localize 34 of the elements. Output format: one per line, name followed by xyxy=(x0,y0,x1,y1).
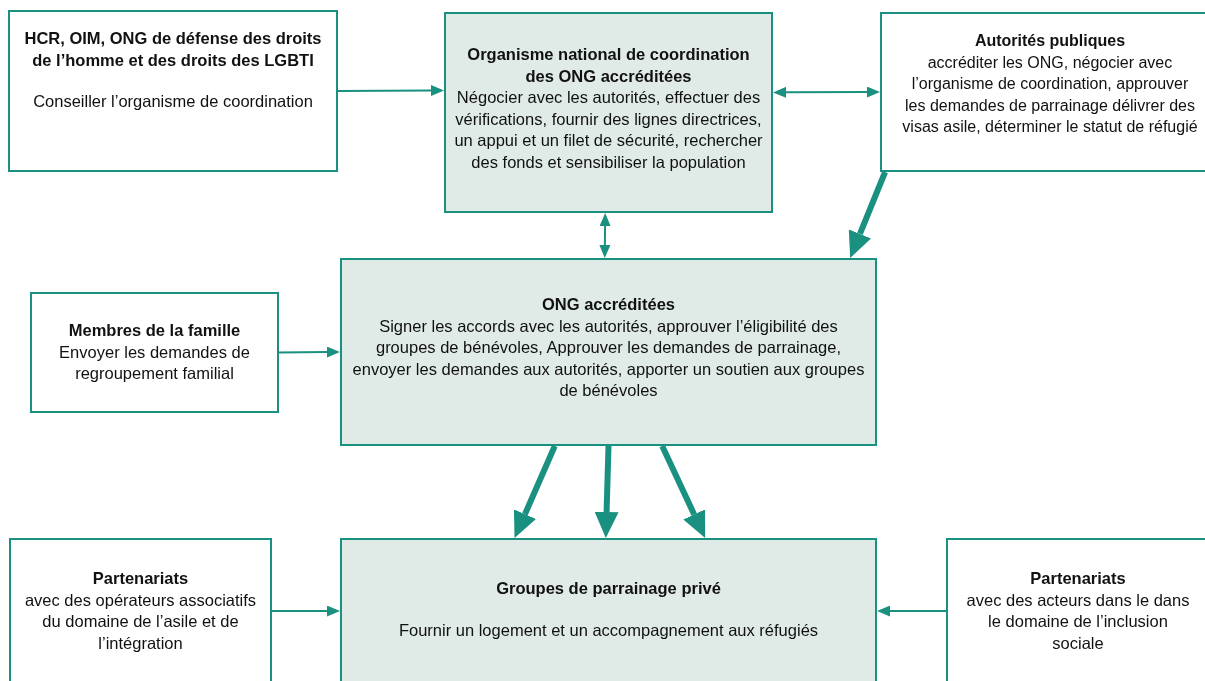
box-heading: ONG accréditées xyxy=(542,294,675,315)
arrow xyxy=(513,444,558,538)
role-box xyxy=(444,12,773,213)
box-heading: Membres de la famille xyxy=(68,320,241,341)
arrow xyxy=(599,213,611,258)
actor-box xyxy=(30,292,279,413)
role-box xyxy=(340,538,877,681)
arrow xyxy=(278,346,340,358)
arrow xyxy=(848,170,888,258)
box-heading: Groupes de parrainage privé xyxy=(496,578,721,599)
box-description: Envoyer les demandes de regroupement familial xyxy=(58,341,251,384)
box-heading: Partenariats xyxy=(1030,568,1126,589)
box-description: avec des acteurs dans le dans le domaine de l’inclusion sociale xyxy=(965,589,1191,654)
arrow xyxy=(659,444,706,538)
role-box xyxy=(340,258,877,446)
box-description: Signer les accords avec les autorités, approuver l’éligibilité des groupes de bénévoles, Approuver les demandes de parrainage, envoyer les demandes aux autorités, apporter un soutien aux groupes de bénévoles xyxy=(351,315,866,401)
box-description: accréditer les ONG, négocier avec l’organisme de coordination, approuver les demandes de parrainage délivrer des visas asile, déterminer le statut de réfugié xyxy=(902,52,1198,137)
arrow xyxy=(271,605,340,617)
actor-box xyxy=(9,538,272,681)
box-heading: Partenariats xyxy=(92,568,189,589)
box-heading: Autorités publiques xyxy=(974,31,1126,51)
actor-box xyxy=(8,10,338,172)
box-description: avec des opérateurs associatifs du domaine de l’asile et de l’intégration xyxy=(23,589,258,654)
box-heading: HCR, OIM, ONG de défense des droits de l’homme et des droits des LGBTI xyxy=(23,28,323,71)
arrow xyxy=(877,605,947,617)
box-description: Conseiller l’organisme de coordination xyxy=(33,91,313,112)
arrow xyxy=(773,86,880,98)
actor-box xyxy=(946,538,1205,681)
box-description: Fournir un logement et un accompagnement aux réfugiés xyxy=(398,619,819,641)
box-heading: Organisme national de coordination des ONG accréditées xyxy=(466,44,751,87)
arrow xyxy=(337,84,444,96)
actor-box xyxy=(880,12,1205,172)
box-description: Négocier avec les autorités, effectuer des vérifications, fournir des lignes directrices, un appui et un filet de sécurité, rechercher des fonds et sensibiliser la population xyxy=(453,87,764,173)
arrow xyxy=(594,445,619,538)
